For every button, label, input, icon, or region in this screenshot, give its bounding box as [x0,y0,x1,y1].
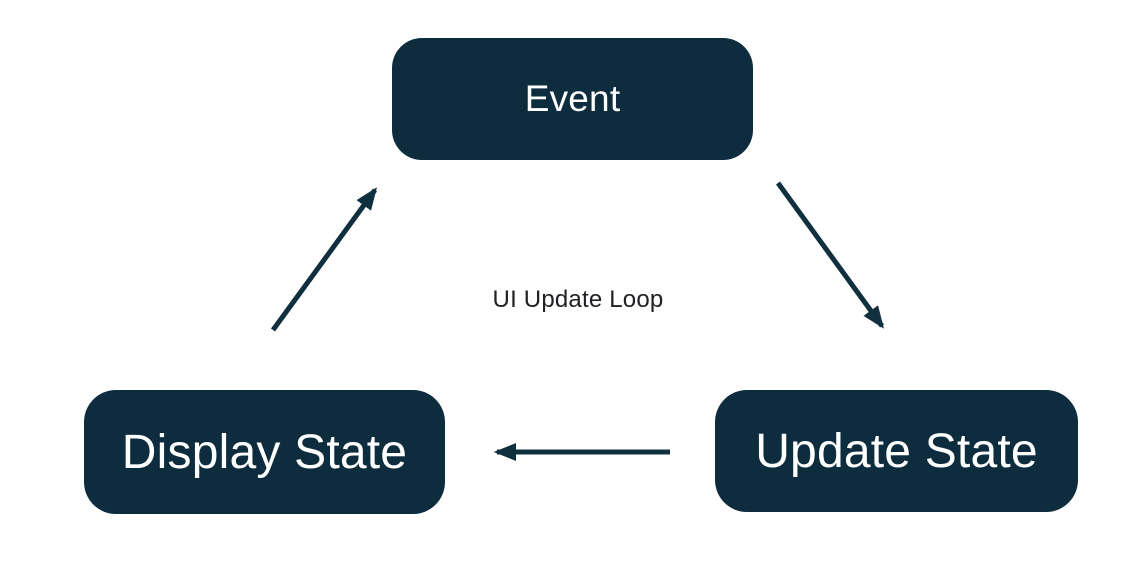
node-display-state-label: Display State [121,425,408,479]
node-update-state: Update State [715,390,1078,512]
node-update-state-label: Update State [755,424,1038,478]
loop-title: UI Update Loop [492,286,664,313]
arrow-event-to-update-state [775,181,885,329]
node-display-state: Display State [84,390,445,514]
arrow-display-state-to-event [270,187,378,332]
node-event: Event [392,38,753,160]
node-event-label: Event [524,78,621,119]
